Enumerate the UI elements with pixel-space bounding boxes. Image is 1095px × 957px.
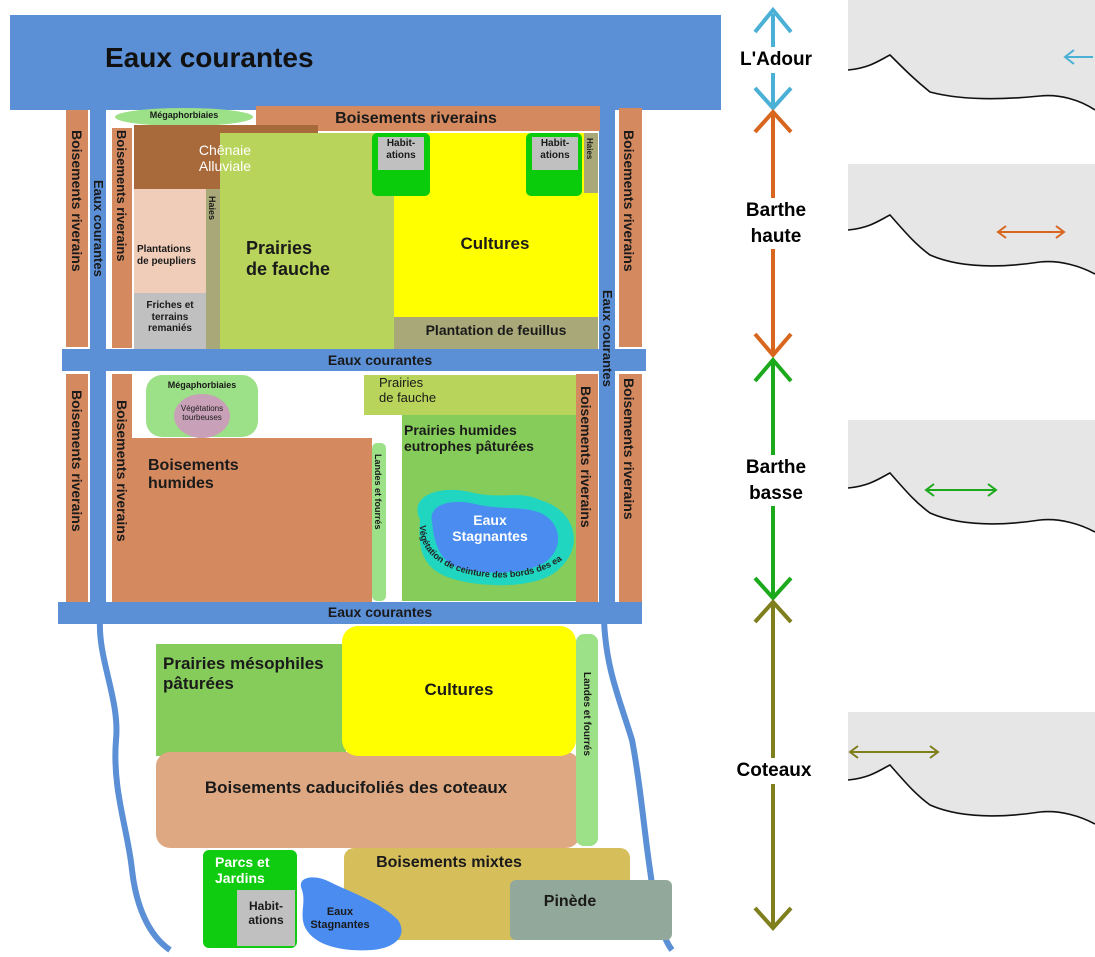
label-megaphorbiaies-top: Mégaphorbiaies: [149, 110, 219, 120]
riverains-inner-right-low: [576, 374, 598, 602]
label-cultures-1: Cultures: [460, 234, 530, 253]
label-habitations-1: Habit- ations: [386, 138, 416, 161]
label-eaux-stagnantes-2: Eaux Stagnantes: [310, 906, 370, 931]
label-friches: Friches et terrains remaniés: [146, 300, 194, 334]
haies-top-strip: [584, 133, 598, 193]
label-habitations-3: Habit- ations: [248, 899, 284, 927]
riverains-inner-left-top: [112, 128, 132, 348]
prairies-fauche-2-parcel: [364, 375, 576, 415]
label-vegetations-tourbeuses: Végétations tourbeuses: [180, 404, 224, 423]
zone-adour: L'Adour: [726, 47, 826, 73]
label-prairies-mesophiles: Prairies mésophiles pâturées: [163, 654, 324, 693]
label-prairies-humides: Prairies humides eutrophes pâturées: [404, 422, 534, 455]
label-haies-left: Haies: [207, 196, 217, 221]
riverains-outer-right-low: [619, 374, 642, 602]
profile-coteaux: [847, 712, 1095, 825]
zone-coteaux: Coteaux: [722, 758, 826, 784]
label-boisements-riverains-top: Boisements riverains: [335, 110, 497, 127]
vegetations-tourbeuses: [174, 394, 230, 438]
label-vert-eaux-left: Eaux courantes: [91, 180, 106, 277]
eaux-courantes-low-band: [58, 602, 642, 624]
eaux-courantes-mid-band: [62, 349, 646, 371]
zone-barthe-basse: Barthe basse: [726, 455, 826, 507]
habitations-2-grey: [532, 137, 578, 170]
eaux-stagnantes-1-pond: [431, 501, 559, 573]
boisements-humides-parcel: [132, 438, 372, 602]
profile-adour: [847, 0, 1095, 111]
riverains-outer-right-top: [619, 108, 642, 347]
label-boisements-humides: Boisements humides: [148, 457, 239, 493]
coteaux-arrow-bottom: [753, 906, 793, 931]
label-plantation-feuillus: Plantation de feuillus: [425, 322, 567, 338]
prairies-mesophiles-parcel: [156, 644, 346, 756]
label-prairies-fauche-2: Prairies de fauche: [379, 375, 437, 405]
label-cultures-2: Cultures: [424, 680, 494, 699]
riverains-inner-left-low: [112, 374, 132, 602]
label-boisements-mixtes: Boisements mixtes: [376, 854, 522, 871]
label-vert-riverains-low-inner-right: Boisements riverains: [578, 386, 594, 528]
label-megaphorbiaies-mid: Mégaphorbiaies: [167, 380, 237, 390]
label-eaux-courantes-mid: Eaux courantes: [327, 352, 433, 368]
label-vert-riverains-low-inner-left: Boisements riverains: [114, 400, 130, 542]
landes-fourres-2-strip: [576, 634, 598, 846]
eaux-stagnantes-2-pond: [300, 877, 402, 951]
stream-left: [96, 619, 172, 953]
label-chenaie: Chênaie Alluviale: [198, 142, 252, 175]
adour-arrow-top: [753, 6, 793, 34]
cultures-2-parcel: [342, 626, 576, 756]
label-eaux-courantes-low: Eaux courantes: [327, 604, 433, 620]
riverains-outer-left-low: [66, 374, 88, 602]
label-plantations-peupliers: Plantations de peupliers: [137, 244, 196, 267]
habitations-1-grey: [378, 137, 424, 170]
basse-arrow-bottom: [753, 576, 793, 601]
label-pinede: Pinède: [543, 893, 597, 910]
profile-barthe-haute: [847, 164, 1095, 275]
label-landes-fourres-2: Landes et fourrés: [581, 672, 592, 756]
label-vert-riverains-outer-left: Boisements riverains: [69, 130, 85, 272]
landes-fourres-1-strip: [372, 443, 386, 601]
label-vert-eaux-right: Eaux courantes: [600, 290, 615, 387]
label-vert-riverains-outer-right: Boisements riverains: [621, 130, 637, 272]
label-landes-fourres-1: Landes et fourrés: [373, 454, 383, 530]
profile-barthe-basse: [847, 420, 1095, 533]
label-vert-riverains-low-outer-left: Boisements riverains: [69, 390, 85, 532]
label-haies-top: Haies: [585, 138, 594, 160]
adour-arrow-bottom: [753, 86, 793, 111]
habitations-3-grey: [237, 890, 295, 946]
feuillus-parcel: [394, 317, 598, 349]
friches-parcel: [134, 293, 206, 349]
label-boisements-caducifolies: Boisements caducifoliés des coteaux: [204, 778, 508, 797]
megaphorbiaies-top: [115, 108, 253, 126]
label-eaux-courantes-top: Eaux courantes: [105, 42, 314, 73]
coteaux-arrow-top: [753, 599, 793, 624]
label-prairies-fauche-1: Prairies de fauche: [246, 238, 331, 279]
haute-arrow-bottom: [753, 332, 793, 359]
eaux-courantes-top-band: [10, 15, 721, 110]
label-vert-riverains-inner-left: Boisements riverains: [114, 130, 129, 262]
coteaux-wood-parcel: [156, 752, 580, 848]
label-vert-riverains-low-outer-right: Boisements riverains: [621, 378, 637, 520]
zone-barthe-haute: Barthe haute: [726, 198, 826, 250]
peupliers-parcel: [134, 189, 206, 293]
basse-arrow-top: [753, 356, 793, 383]
haute-arrow-top: [753, 109, 793, 134]
label-habitations-2: Habit- ations: [540, 138, 570, 161]
pinede-parcel: [510, 880, 672, 940]
label-eaux-stagnantes-1: Eaux Stagnantes: [452, 512, 528, 545]
label-parcs-jardins: Parcs et Jardins: [215, 854, 270, 887]
haies-left-strip: [206, 189, 220, 349]
riverains-outer-left-top: [66, 110, 88, 347]
